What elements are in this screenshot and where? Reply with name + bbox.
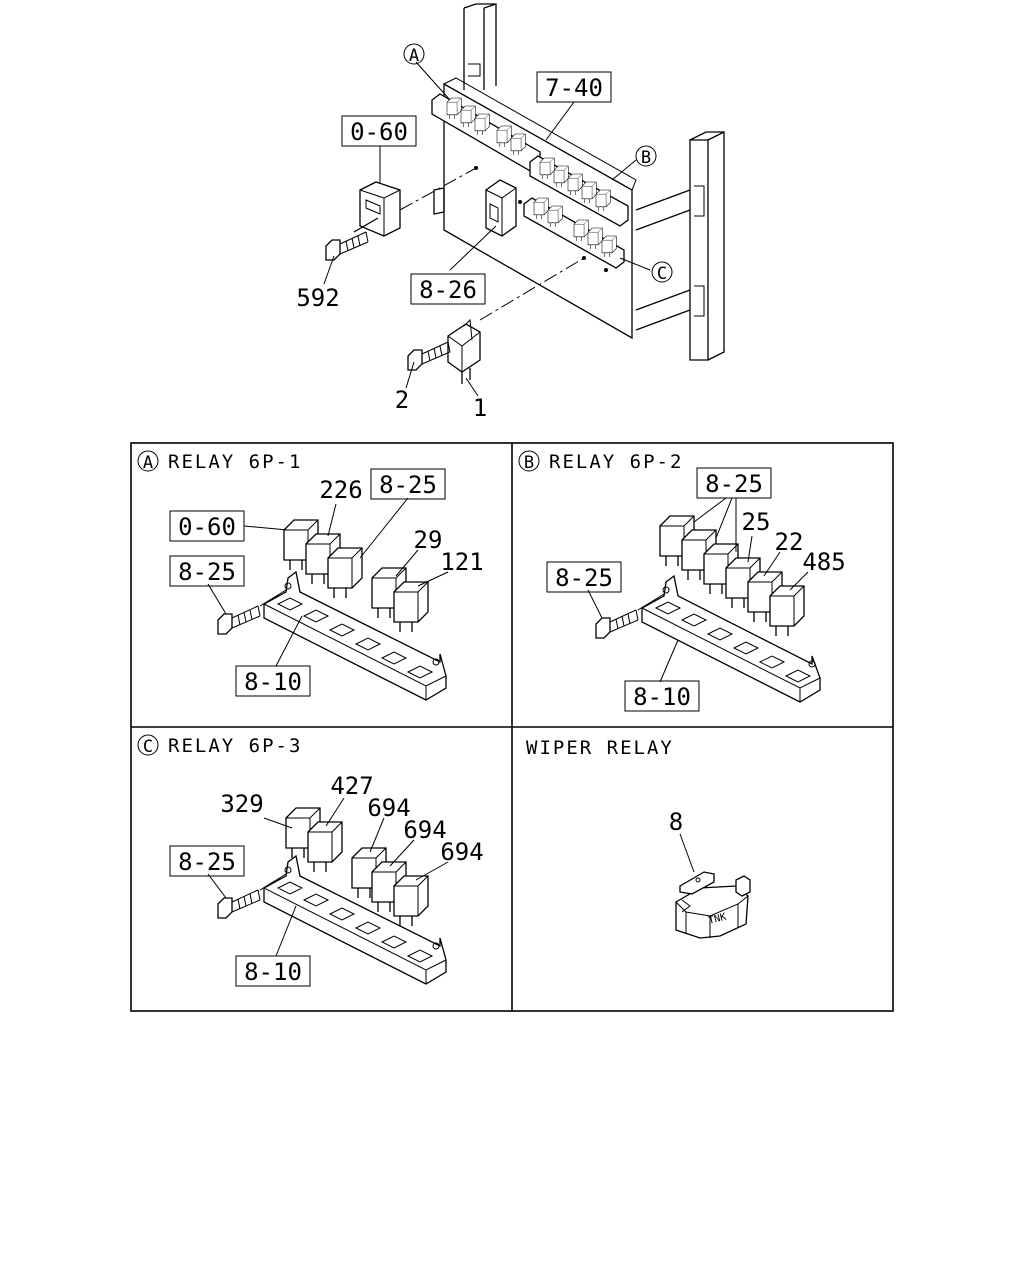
svg-text:8-10: 8-10: [244, 668, 302, 696]
label-a-8-25-bolt: 8-25: [169, 555, 245, 587]
bracket-a: [263, 570, 447, 701]
callout-b-overview: B: [635, 145, 657, 168]
label-a-8-25-top: 8-25: [370, 468, 446, 500]
svg-text:C: C: [143, 737, 153, 757]
label-c-427: 427: [330, 772, 373, 800]
svg-text:RELAY 6P-3: RELAY 6P-3: [168, 735, 302, 757]
svg-text:8-26: 8-26: [419, 276, 477, 304]
wiper-relay: TNK: [675, 871, 751, 939]
label-b-22: 22: [775, 528, 804, 556]
label-a-29: 29: [414, 526, 443, 554]
label-592: 592: [296, 284, 339, 312]
svg-text:RELAY 6P-2: RELAY 6P-2: [549, 451, 683, 473]
callout-a-overview: A: [403, 43, 425, 66]
label-b-485: 485: [802, 548, 845, 576]
svg-text:B: B: [641, 148, 651, 168]
svg-text:RELAY 6P-1: RELAY 6P-1: [168, 451, 302, 473]
svg-text:C: C: [657, 264, 667, 284]
svg-text:WIPER RELAY: WIPER RELAY: [526, 737, 674, 759]
label-c-694-b: 694: [403, 816, 446, 844]
svg-text:0-60: 0-60: [350, 118, 408, 146]
svg-text:8-25: 8-25: [555, 564, 613, 592]
svg-text:8-10: 8-10: [244, 958, 302, 986]
svg-text:8-25: 8-25: [178, 848, 236, 876]
svg-text:A: A: [143, 453, 153, 473]
bracket-b: [641, 574, 821, 703]
label-1: 1: [473, 394, 487, 422]
bracket-c: [263, 854, 447, 985]
label-c-8-25-bolt: 8-25: [169, 845, 245, 877]
label-a-226: 226: [319, 476, 362, 504]
svg-text:7-40: 7-40: [545, 74, 603, 102]
svg-text:B: B: [524, 453, 534, 473]
panel-c: C RELAY 6P-3 329 427 694 694 694 8-25: [137, 734, 484, 987]
svg-text:8-25: 8-25: [705, 470, 763, 498]
svg-text:8-25: 8-25: [178, 558, 236, 586]
callout-c-overview: C: [651, 261, 673, 284]
panel-b: B RELAY 6P-2 8-25 25 22 485: [518, 450, 846, 712]
panel-a: A RELAY 6P-1 0-60 226 8-25: [137, 450, 484, 701]
label-c-329: 329: [220, 790, 263, 818]
svg-text:0-60: 0-60: [178, 513, 236, 541]
label-0-60-overview: 0-60: [341, 115, 417, 147]
panel-wiper: WIPER RELAY TNK 8: [526, 737, 751, 939]
label-a-8-10: 8-10: [235, 665, 311, 697]
label-c-8-10: 8-10: [235, 955, 311, 987]
label-wiper-8: 8: [669, 808, 683, 836]
label-7-40: 7-40: [536, 71, 612, 103]
svg-text:8-25: 8-25: [379, 471, 437, 499]
label-a-121: 121: [440, 548, 483, 576]
label-2: 2: [395, 386, 409, 414]
label-b-25: 25: [742, 508, 771, 536]
label-b-8-25-bolt: 8-25: [546, 561, 622, 593]
label-b-8-10: 8-10: [624, 680, 700, 712]
detail-grid: [130, 442, 894, 1012]
svg-text:A: A: [409, 46, 419, 66]
wiper-stamp: TNK: [707, 912, 727, 927]
svg-text:8-10: 8-10: [633, 683, 691, 711]
label-c-694-a: 694: [367, 794, 410, 822]
label-8-26: 8-26: [410, 273, 486, 305]
label-b-8-25-top: 8-25: [696, 467, 772, 499]
label-c-694-c: 694: [440, 838, 483, 866]
label-a-0-60: 0-60: [169, 510, 245, 542]
overview-drawing: [323, 3, 725, 397]
